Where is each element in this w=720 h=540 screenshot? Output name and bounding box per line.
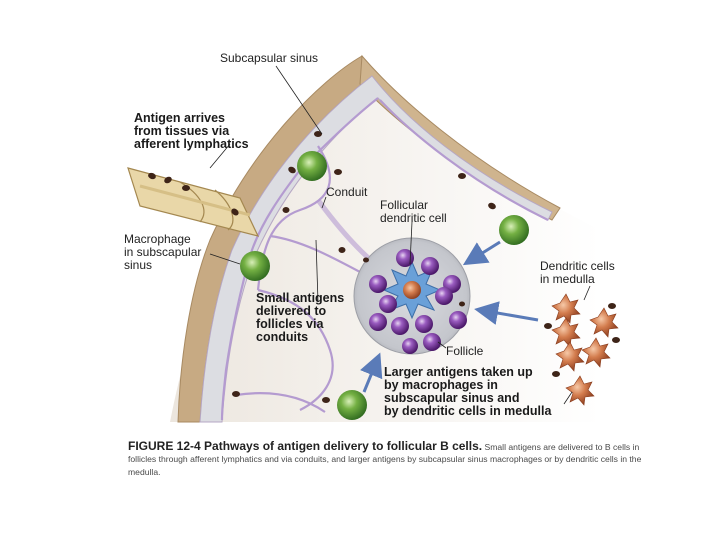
antigen	[608, 303, 616, 309]
macrophage-top	[297, 151, 327, 181]
label-dendritic-cells-medulla: Dendritic cells in medulla	[540, 259, 618, 286]
subcapsular-sinus-band	[199, 75, 553, 423]
antigen-particles	[148, 131, 620, 403]
label-follicle: Follicle	[446, 344, 484, 358]
label-antigen-arrives: Antigen arrives from tissues via afferen…	[134, 111, 249, 151]
b-cell	[402, 338, 418, 354]
afferent-lymphatic-vessel	[127, 167, 260, 237]
capsule-top	[359, 54, 561, 221]
antigen	[314, 131, 322, 137]
antigen	[322, 397, 330, 403]
label-small-antigens: Small antigens delivered to follicles vi…	[256, 291, 348, 344]
b-cell	[435, 287, 453, 305]
antigen	[231, 208, 239, 216]
medulla-dendritic-cells	[551, 293, 619, 406]
macrophage-bottom	[337, 390, 367, 420]
antigen	[164, 176, 172, 184]
b-cell	[449, 311, 467, 329]
antigen	[458, 173, 466, 179]
antigen	[612, 337, 620, 343]
delivery-arrows	[360, 240, 539, 393]
antigen	[488, 202, 496, 210]
antigen	[363, 257, 369, 263]
b-cell	[415, 315, 433, 333]
b-cell	[369, 313, 387, 331]
antigen	[552, 371, 560, 377]
arrow-medulla-to-follicle	[474, 301, 539, 325]
b-cell	[369, 275, 387, 293]
label-macrophage: Macrophage in subscapular sinus	[124, 232, 205, 272]
antigen	[459, 301, 465, 307]
caption-body: Small antigens are delivered to B cells …	[128, 442, 642, 477]
antigen	[334, 169, 342, 175]
b-cell	[396, 249, 414, 267]
leader-lines	[209, 65, 591, 405]
b-cell	[421, 257, 439, 275]
antigen	[148, 172, 156, 180]
antigen	[182, 185, 190, 191]
antigen	[544, 323, 552, 329]
macrophages	[240, 151, 529, 420]
b-cell	[391, 317, 409, 335]
b-cells	[369, 249, 467, 354]
label-larger-antigens: Larger antigens taken up by macrophages …	[384, 365, 552, 418]
antigen	[338, 247, 346, 253]
antigen	[288, 166, 296, 174]
label-conduit: Conduit	[326, 185, 368, 199]
follicular-dendritic-cell	[382, 260, 442, 320]
label-subcapsular-sinus: Subcapsular sinus	[220, 51, 318, 65]
b-cell	[423, 333, 441, 351]
b-cell	[379, 295, 397, 313]
antigen	[232, 391, 240, 397]
arrow-macrophage-to-follicle	[462, 240, 501, 266]
caption-title: FIGURE 12-4 Pathways of antigen delivery…	[128, 439, 483, 453]
arrow-subcapsular-to-follicle	[360, 352, 383, 393]
macrophage-right	[499, 215, 529, 245]
macrophage-left	[240, 251, 270, 281]
label-follicular-dendritic-cell: Follicular dendritic cell	[380, 198, 447, 225]
cortex-region	[170, 60, 600, 422]
antigen	[282, 207, 290, 213]
figure-caption: FIGURE 12-4 Pathways of antigen delivery…	[128, 440, 648, 478]
